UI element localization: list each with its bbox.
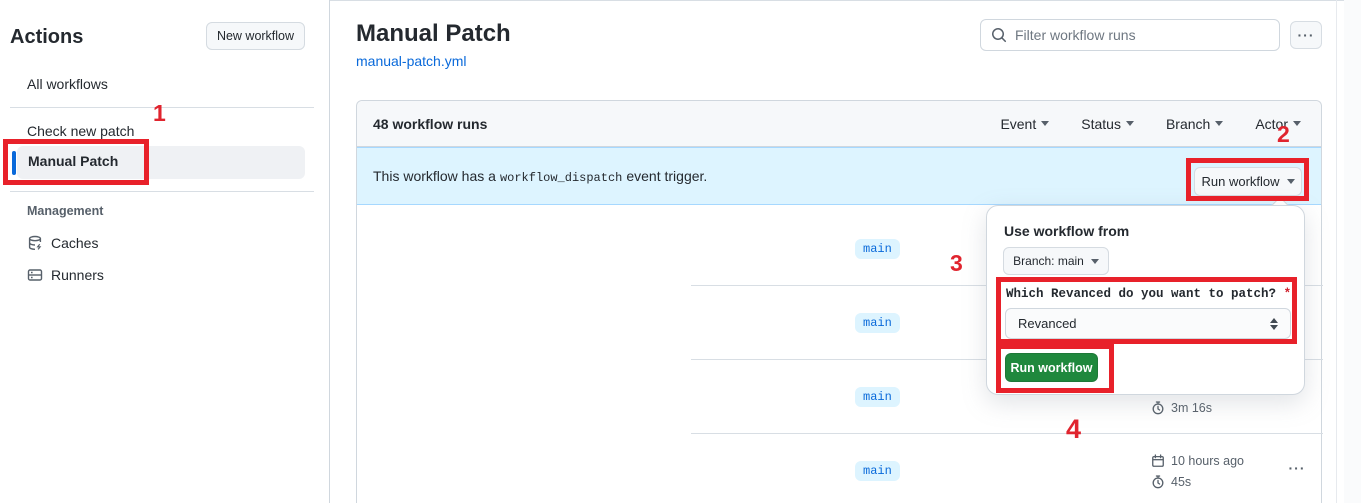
top-border-line bbox=[0, 0, 1361, 1]
run-filters: Event Status Branch Actor bbox=[1000, 116, 1321, 132]
filter-actor[interactable]: Actor bbox=[1255, 116, 1301, 132]
actions-sidebar: Actions New workflow All workflows Check… bbox=[0, 0, 330, 503]
required-asterisk: * bbox=[1283, 287, 1292, 301]
scrollbar-track[interactable] bbox=[1344, 0, 1361, 503]
chevron-down-icon bbox=[1293, 121, 1301, 126]
filter-event-label: Event bbox=[1000, 115, 1037, 132]
run-workflow-popover: Use workflow from Branch: main Which Rev… bbox=[986, 205, 1305, 395]
sidebar-item-caches-label: Caches bbox=[51, 235, 99, 251]
run-workflow-dropdown-button[interactable]: Run workflow bbox=[1194, 167, 1302, 196]
search-input[interactable] bbox=[1015, 27, 1269, 43]
branch-select-label: Branch: main bbox=[1013, 254, 1084, 268]
sidebar-item-runners-label: Runners bbox=[51, 267, 104, 283]
popover-heading: Use workflow from bbox=[1004, 223, 1130, 239]
workflow-input-label-text: Which Revanced do you want to patch? bbox=[1006, 287, 1277, 301]
new-workflow-button[interactable]: New workflow bbox=[206, 22, 305, 50]
runs-table-header: 48 workflow runs Event Status Branch Act… bbox=[357, 101, 1321, 147]
workflow-input-label: Which Revanced do you want to patch? * bbox=[1006, 287, 1291, 301]
run-workflow-dropdown-label: Run workflow bbox=[1201, 174, 1280, 189]
filter-actor-label: Actor bbox=[1255, 115, 1288, 132]
sidebar-divider bbox=[10, 107, 314, 108]
sidebar-item-runners[interactable]: Runners bbox=[27, 267, 104, 283]
sidebar-divider bbox=[10, 191, 314, 192]
sidebar-item-check-new-patch[interactable]: Check new patch bbox=[27, 123, 135, 139]
runners-server-icon bbox=[27, 267, 43, 283]
run-duration: 3m 16s bbox=[1151, 401, 1212, 415]
filter-event[interactable]: Event bbox=[1000, 115, 1050, 132]
stopwatch-icon bbox=[1151, 475, 1165, 489]
run-duration-text: 3m 16s bbox=[1171, 401, 1212, 415]
run-row-kebab-button[interactable]: ··· bbox=[1279, 456, 1315, 480]
sidebar-item-all-workflows[interactable]: All workflows bbox=[27, 76, 108, 92]
run-duration-text: 45s bbox=[1171, 475, 1192, 489]
workflow-runs-table: 48 workflow runs Event Status Branch Act… bbox=[356, 100, 1323, 503]
content-right-border bbox=[1336, 0, 1337, 503]
row-divider bbox=[691, 433, 1323, 434]
sidebar-item-manual-patch-label: Manual Patch bbox=[28, 153, 119, 169]
branch-badge[interactable]: main bbox=[855, 387, 900, 407]
banner-code: workflow_dispatch bbox=[499, 170, 623, 185]
chevron-down-icon bbox=[1125, 121, 1134, 126]
filter-runs-search[interactable] bbox=[980, 19, 1280, 51]
branch-badge[interactable]: main bbox=[855, 461, 900, 481]
branch-badge[interactable]: main bbox=[855, 239, 900, 259]
branch-badge[interactable]: main bbox=[855, 313, 900, 333]
calendar-icon bbox=[1151, 454, 1165, 468]
cache-database-icon bbox=[27, 235, 43, 251]
kebab-icon: ··· bbox=[1297, 27, 1315, 43]
chevron-down-icon bbox=[1090, 258, 1099, 264]
chevron-down-icon bbox=[1041, 121, 1050, 126]
select-updown-icon bbox=[1270, 317, 1278, 330]
runs-count: 48 workflow runs bbox=[373, 115, 488, 132]
revanced-select-value: Revanced bbox=[1018, 316, 1077, 331]
search-icon bbox=[991, 27, 1007, 43]
workflow-file-link[interactable]: manual-patch.yml bbox=[356, 53, 467, 69]
run-date-text: 10 hours ago bbox=[1171, 454, 1244, 468]
stopwatch-icon bbox=[1151, 401, 1165, 415]
filter-status[interactable]: Status bbox=[1081, 116, 1134, 132]
run-duration: 45s bbox=[1151, 475, 1191, 489]
filter-status-label: Status bbox=[1081, 115, 1121, 132]
filter-branch-label: Branch bbox=[1165, 115, 1211, 132]
run-workflow-submit-button[interactable]: Run workflow bbox=[1005, 353, 1098, 382]
chevron-down-icon bbox=[1286, 179, 1295, 184]
management-heading: Management bbox=[27, 204, 104, 218]
run-date: 10 hours ago bbox=[1151, 454, 1244, 468]
selected-indicator-bar bbox=[12, 151, 16, 175]
workflow-options-kebab-button[interactable]: ··· bbox=[1290, 21, 1322, 49]
sidebar-title: Actions bbox=[10, 26, 84, 48]
banner-text-before: This workflow has a bbox=[373, 167, 496, 184]
chevron-down-icon bbox=[1215, 121, 1224, 126]
filter-branch[interactable]: Branch bbox=[1165, 115, 1224, 132]
revanced-select[interactable]: Revanced bbox=[1005, 308, 1291, 339]
kebab-icon: ··· bbox=[1288, 460, 1306, 476]
branch-select-button[interactable]: Branch: main bbox=[1003, 247, 1109, 275]
banner-text-after: event trigger. bbox=[626, 167, 708, 184]
sidebar-item-manual-patch[interactable] bbox=[17, 146, 305, 179]
page-title: Manual Patch bbox=[356, 20, 511, 47]
sidebar-item-caches[interactable]: Caches bbox=[27, 235, 98, 251]
